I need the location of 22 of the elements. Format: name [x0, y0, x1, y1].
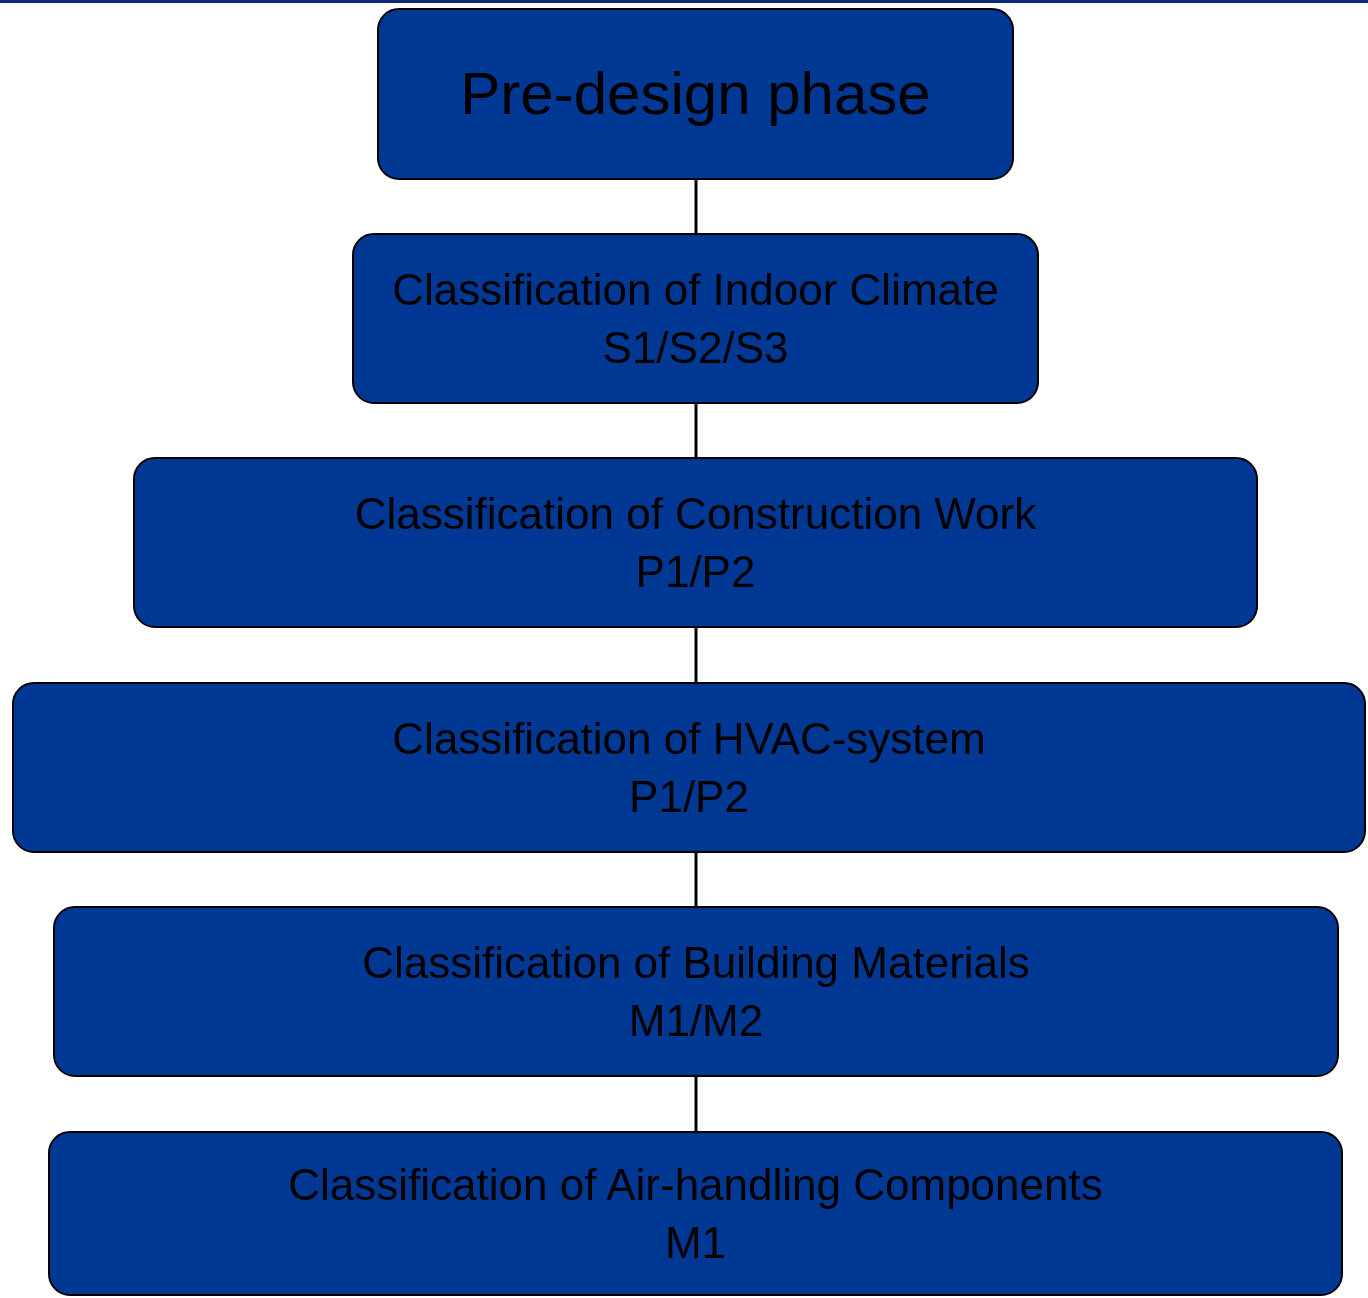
box-title: Classification of Construction Work: [354, 487, 1037, 540]
process-box: [12, 682, 1366, 853]
box-code: M1: [664, 1216, 727, 1269]
box-title: Classification of HVAC-system: [392, 712, 986, 765]
process-box: [48, 1131, 1343, 1296]
box-code: S1/S2/S3: [602, 321, 789, 374]
box-code: P1/P2: [635, 545, 756, 598]
box-code: M1/M2: [628, 994, 764, 1047]
process-box: [53, 906, 1339, 1077]
box-title: Classification of Building Materials: [362, 936, 1030, 989]
process-box: [133, 457, 1258, 628]
connector-line: [694, 628, 698, 682]
box-title: Classification of Indoor Climate: [392, 263, 999, 316]
connector-line: [694, 1077, 698, 1131]
process-box: [352, 233, 1039, 404]
box-code: P1/P2: [629, 770, 749, 823]
box-title: Pre-design phase: [460, 61, 931, 127]
connector-line: [694, 853, 698, 906]
connector-line: [694, 180, 698, 233]
process-box: [377, 8, 1014, 180]
box-title: Classification of Air-handling Components: [288, 1158, 1103, 1211]
connector-line: [694, 404, 698, 457]
